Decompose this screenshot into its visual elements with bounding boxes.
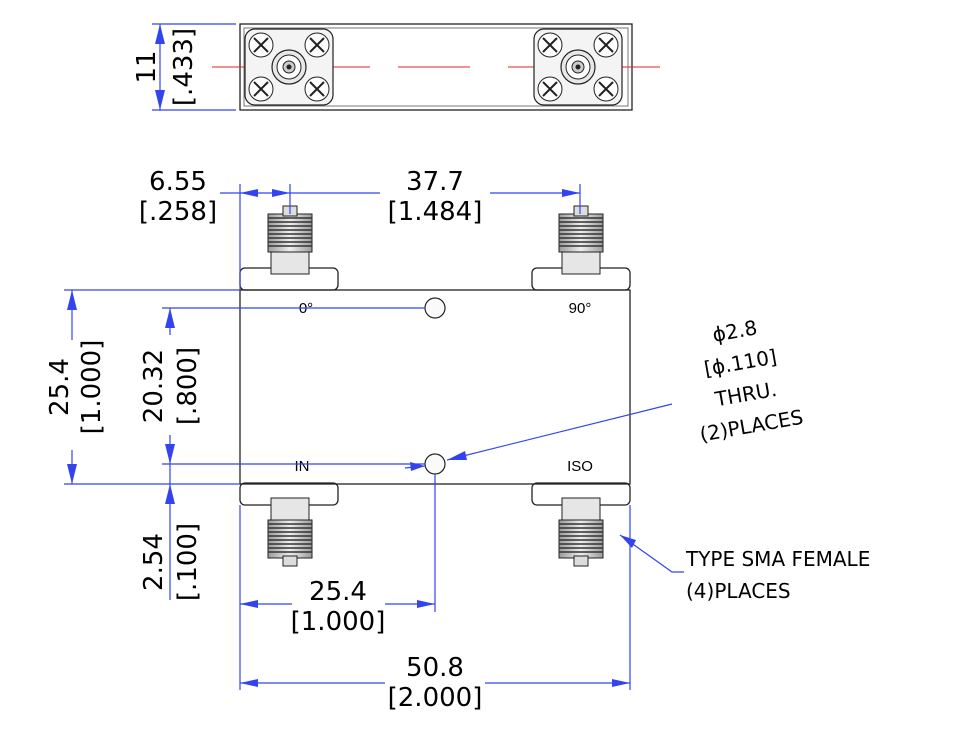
dim-port-vertical-in: [.800]: [173, 347, 203, 425]
connector-note-line2: (4)PLACES: [686, 579, 791, 603]
sma-connector-top-right: [558, 205, 604, 275]
dim-port-spacing-mm: 37.7: [406, 167, 464, 197]
dim-port-offset-mm: 6.55: [149, 167, 207, 197]
dim-port-offset-in: [.258]: [139, 197, 217, 227]
dim-body-length-mm: 50.8: [406, 653, 464, 683]
hole-note-line2: [ϕ.110]: [702, 344, 778, 380]
hole-note-line3: THRU.: [712, 377, 778, 412]
dim-port-vertical-mm: 20.32: [139, 349, 169, 423]
side-connector-left: [244, 28, 334, 106]
dim-port-margin-mm: 2.54: [139, 533, 169, 591]
dim-hole-x-mm: 25.4: [309, 577, 367, 607]
dim-port-spacing-in: [1.484]: [388, 197, 483, 227]
connector-note: TYPE SMA FEMALE (4)PLACES: [619, 534, 870, 603]
dim-body-length-in: [2.000]: [388, 683, 483, 713]
hole-note-line1: ϕ2.8: [711, 315, 759, 346]
port-label-90deg: 90°: [569, 300, 592, 317]
connector-leader-line: [619, 534, 684, 573]
mounting-hole-bottom: [424, 453, 446, 475]
dimensions: 6.55 [.258] 37.7 [1.484] 25.4 [1.000] 20…: [45, 167, 631, 713]
dim-body-height-mm: 25.4: [45, 358, 75, 416]
connector-note-line1: TYPE SMA FEMALE: [685, 547, 870, 571]
top-view: 0° 90° IN ISO: [239, 205, 631, 567]
hole-note-line4: (2)PLACES: [698, 405, 805, 447]
dim-hole-x-in: [1.000]: [291, 607, 386, 637]
sma-connector-bottom-right: [558, 497, 604, 567]
sma-connector-top-left: [267, 205, 313, 275]
port-label-iso: ISO: [567, 458, 593, 475]
side-connector-right: [533, 28, 623, 106]
sma-connector-bottom-left: [267, 497, 313, 567]
side-view: 11 [.433]: [132, 23, 660, 111]
port-label-in: IN: [295, 458, 310, 475]
side-height-mm: 11: [132, 50, 162, 83]
side-height-in: [.433]: [169, 28, 199, 106]
dim-port-margin-in: [.100]: [173, 523, 203, 601]
dim-body-height-in: [1.000]: [77, 340, 107, 435]
hole-leader-line: [446, 403, 673, 461]
hole-note: ϕ2.8 [ϕ.110] THRU. (2)PLACES: [404, 315, 805, 471]
mounting-hole-top: [424, 297, 446, 319]
